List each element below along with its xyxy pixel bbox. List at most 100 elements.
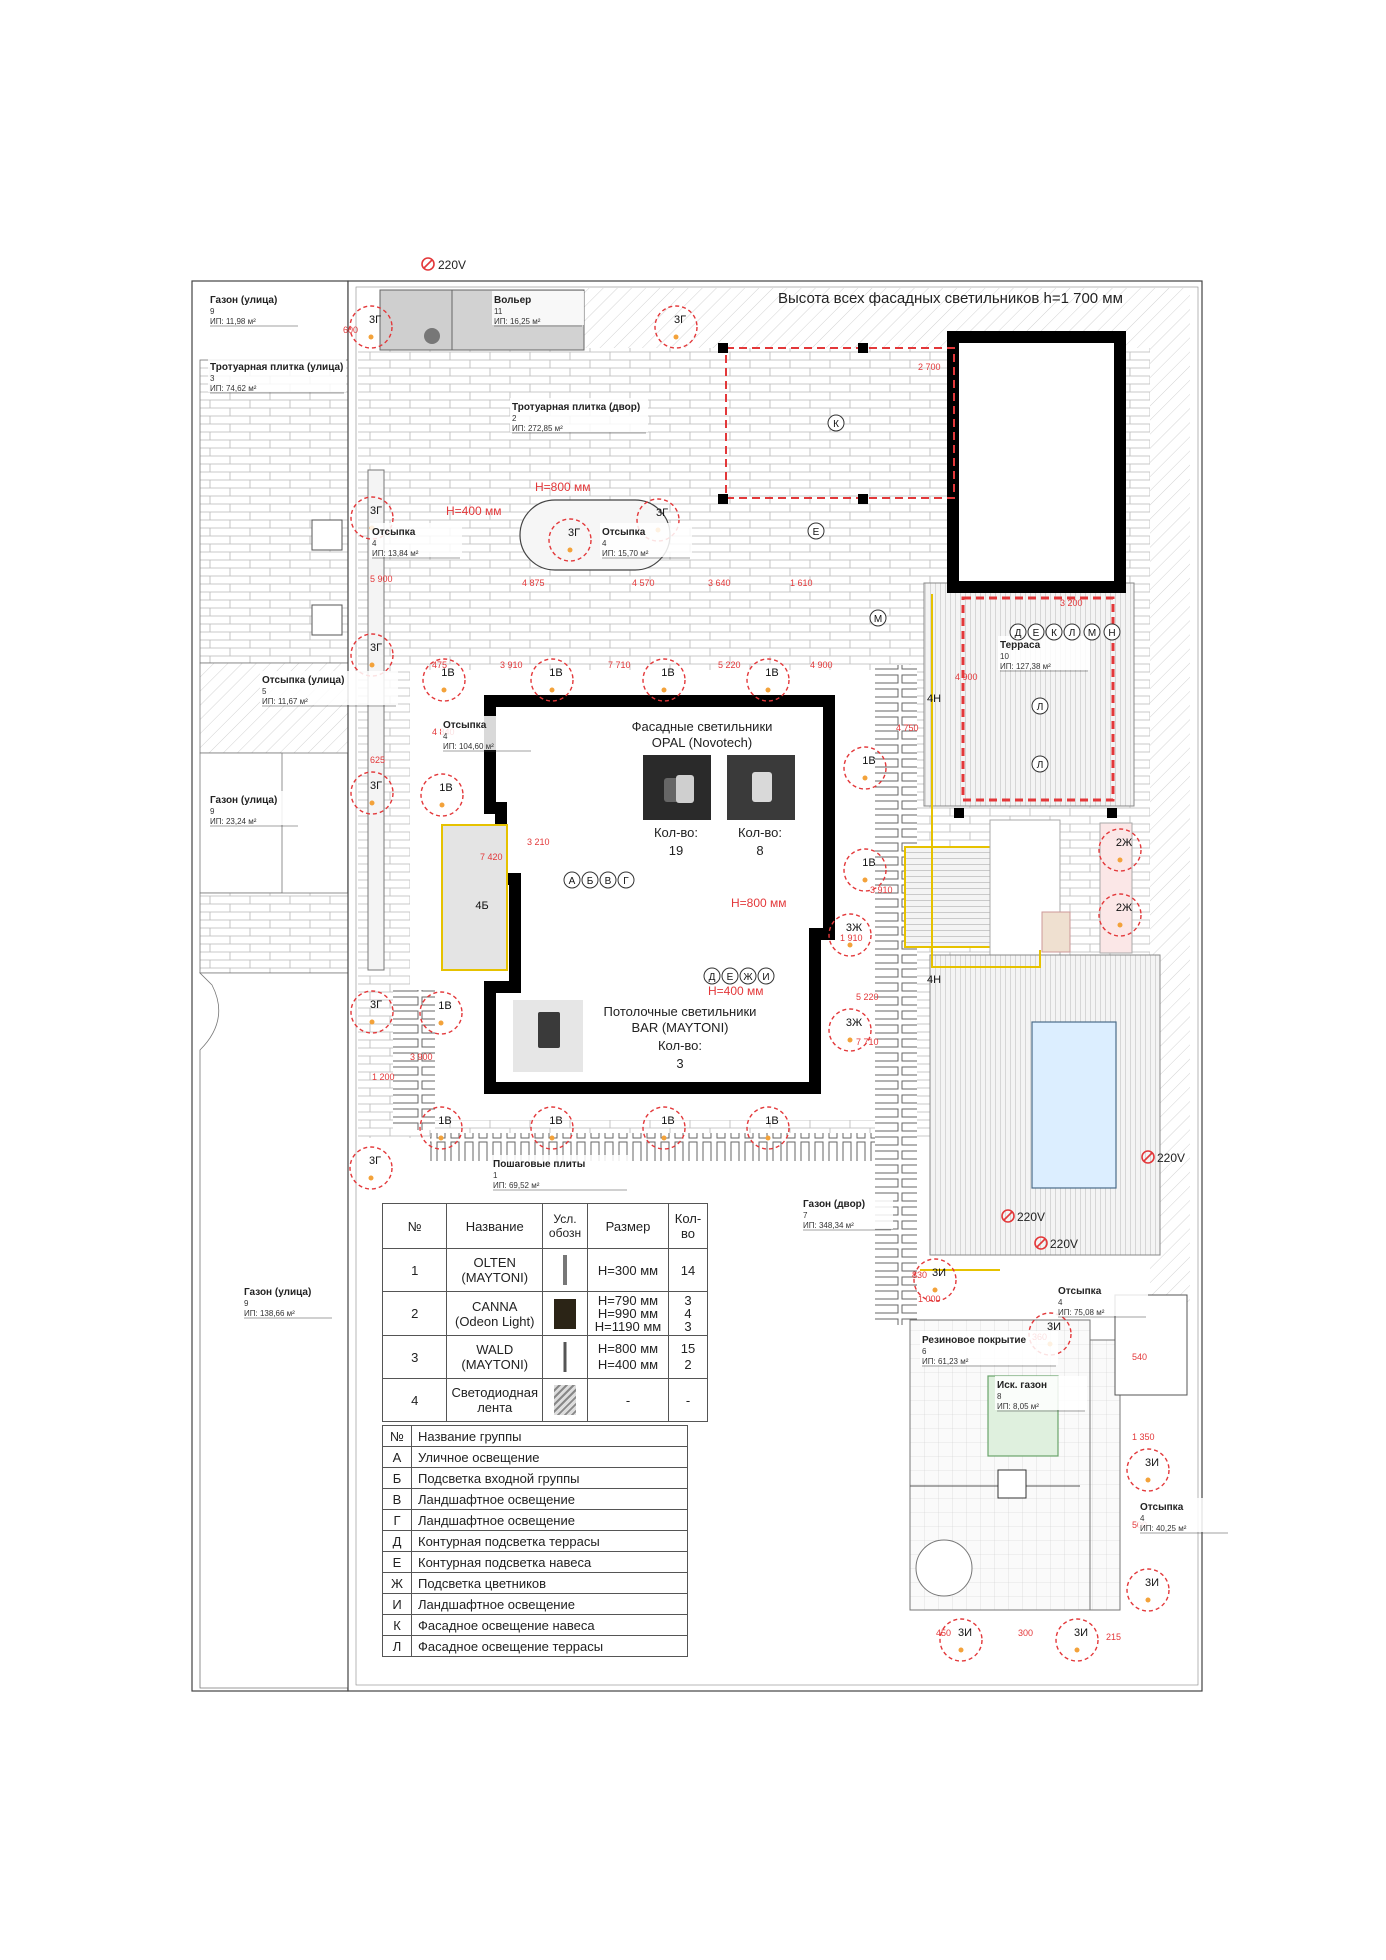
zone-label: Отсыпка (улица)5ИП: 11,67 м² (260, 671, 398, 707)
group-letter: Д (709, 972, 716, 983)
zone-area: ИП: 23,24 м² (210, 817, 257, 826)
mark-label: 1В (441, 667, 454, 679)
group-letter: Е (813, 527, 820, 538)
light-mark: 3Г (350, 633, 394, 677)
height-800: H=800 мм (535, 480, 591, 494)
qty-label: Кол-во: (738, 825, 782, 840)
group-letter-marker: К (1045, 623, 1063, 641)
group-letter: Д (1015, 628, 1022, 639)
dimension-label: 625 (370, 755, 385, 765)
zone-name: Резиновое покрытие (922, 1335, 1027, 1346)
olten-icon (542, 1248, 588, 1292)
mark-label: 1В (438, 1000, 451, 1012)
zone-num: 11 (494, 307, 503, 316)
group-letter: М (1088, 628, 1096, 639)
light-mark: 1В (642, 658, 686, 702)
dimension-label: 450 (936, 1628, 951, 1638)
light-mark: 3Г (350, 990, 394, 1034)
power-markers: 220V 220V 220V 220V (421, 257, 1185, 1251)
mark-label: 1В (439, 782, 452, 794)
zone-name: Иск. газон (997, 1380, 1047, 1391)
zone-area: ИП: 40,25 м² (1140, 1524, 1187, 1533)
zone-name: Терраса (1000, 640, 1041, 651)
dimension-label: 4 750 (896, 723, 919, 733)
light-mark: 3И (913, 1258, 957, 1302)
dimension-label: 1 610 (790, 578, 813, 588)
zone-name: Тротуарная плитка (двор) (512, 402, 640, 413)
zone-area: ИП: 8,05 м² (997, 1402, 1039, 1411)
col-group-name: Название группы (411, 1425, 688, 1447)
group-letter: Е (1033, 628, 1040, 639)
group-letter-marker: Ж (739, 967, 757, 985)
dimension-label: 3 200 (1060, 598, 1083, 608)
group-letter: Л (1037, 760, 1044, 771)
mark-label: 3Ж (846, 1017, 862, 1029)
zone-name: Отсыпка (372, 527, 416, 538)
group-letter-marker: И (757, 967, 775, 985)
group-letter: Н (1108, 628, 1115, 639)
ceiling-title-2: BAR (MAYTONI) (631, 1020, 728, 1035)
col-size: Размер (587, 1203, 669, 1249)
wald-icon (542, 1335, 588, 1379)
dimension-label: 540 (1132, 1352, 1147, 1362)
mark-label: 1В (438, 1115, 451, 1127)
zone-label: Газон (улица)9ИП: 23,24 м² (208, 791, 300, 827)
dimension-label: 5 900 (370, 574, 393, 584)
qty-bar: 3 (676, 1056, 683, 1071)
zone-area: ИП: 127,38 м² (1000, 662, 1051, 671)
group-letter-marker: Л (1063, 623, 1081, 641)
zone-num: 3 (210, 374, 215, 383)
mark-label: 3И (1145, 1577, 1159, 1589)
mark-label: 3И (1074, 1627, 1088, 1639)
canna-icon (542, 1291, 588, 1336)
mark-label: 1В (549, 1115, 562, 1127)
table-row: 1 OLTEN (MAYTONI) H=300 мм 14 (381, 1248, 708, 1292)
group-letter-marker: Л (1031, 755, 1049, 773)
light-mark: 1В (843, 848, 887, 892)
light-mark: 4Н (927, 974, 941, 986)
facade-title-2: OPAL (Novotech) (652, 735, 752, 750)
mark-label: 3Г (370, 505, 382, 517)
zone-label: Тротуарная плитка (улица)3ИП: 74,62 м² (208, 358, 346, 394)
group-letter-marker: Б (581, 871, 599, 889)
light-mark: 1В (642, 1106, 686, 1150)
zone-label: Тротуарная плитка (двор)2ИП: 272,85 м² (510, 398, 648, 434)
facade-title-1: Фасадные светильники (632, 719, 773, 734)
group-letter: Ж (743, 972, 753, 983)
zone-num: 9 (210, 307, 215, 316)
dimension-label: 830 (912, 1270, 927, 1280)
zone-num: 10 (1000, 652, 1009, 661)
zone-area: ИП: 69,52 м² (493, 1181, 540, 1190)
zone-num: 5 (262, 687, 267, 696)
zone-area: ИП: 61,23 м² (922, 1357, 969, 1366)
qty-opal-1: 19 (669, 843, 683, 858)
zone-area: ИП: 13,84 м² (372, 549, 419, 558)
light-mark: 3Ж (828, 913, 872, 957)
qty-label: Кол-во: (658, 1038, 702, 1053)
group-letter: И (762, 972, 769, 983)
group-letter: Л (1037, 702, 1044, 713)
group-letter-marker: Д (703, 967, 721, 985)
power-label: 220V (1157, 1151, 1185, 1165)
zone-name: Тротуарная плитка (улица) (210, 362, 343, 373)
zone-num: 7 (803, 1211, 808, 1220)
col-symbol: Усл. обозн (542, 1203, 588, 1249)
power-label: 220V (1017, 1210, 1045, 1224)
mark-label: 1В (661, 1115, 674, 1127)
mark-label: 1В (661, 667, 674, 679)
